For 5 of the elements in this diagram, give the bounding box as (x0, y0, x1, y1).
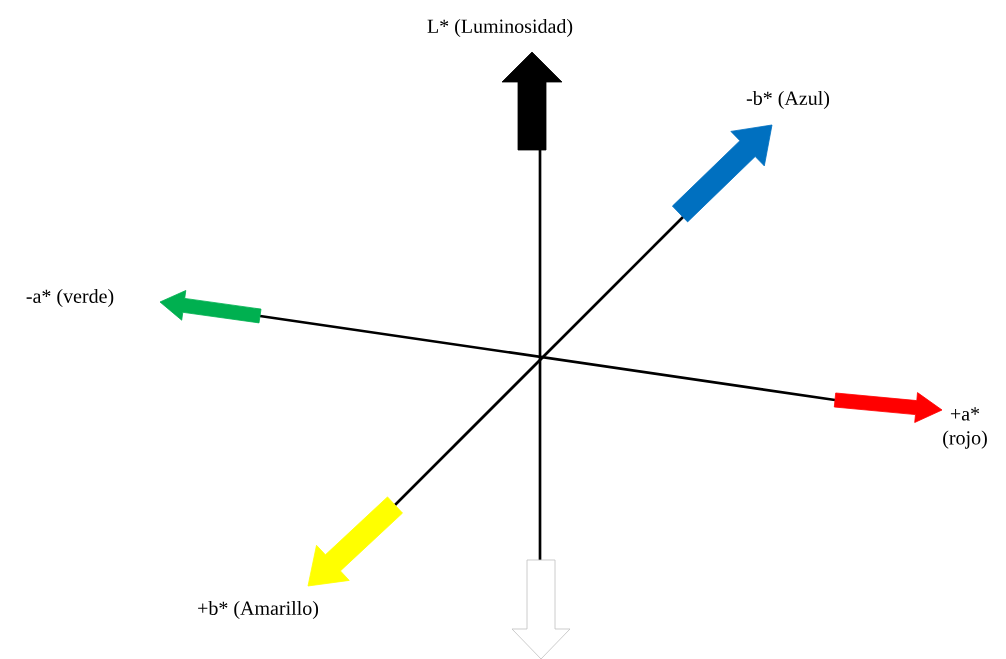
axis-label: +b* (Amarillo) (198, 600, 319, 620)
axis-label: L* (Luminosidad) (427, 18, 573, 38)
axis-label: -a* (verde) (26, 288, 114, 308)
axis-label: -b* (Azul) (746, 90, 830, 110)
axis-label: +a* (rojo) (943, 407, 987, 449)
